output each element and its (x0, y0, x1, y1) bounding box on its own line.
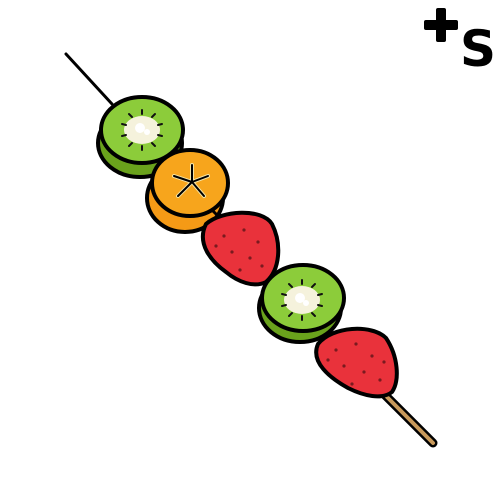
plus-icon (424, 8, 458, 42)
strawberry-icon (314, 326, 399, 399)
logo-letter: S (460, 20, 497, 78)
kiwi-slice-icon (257, 263, 346, 344)
skewer-stick (64, 52, 438, 448)
strawberry-icon (200, 210, 281, 287)
brand-logo: S (418, 4, 500, 74)
orange-slice-icon (145, 148, 230, 234)
